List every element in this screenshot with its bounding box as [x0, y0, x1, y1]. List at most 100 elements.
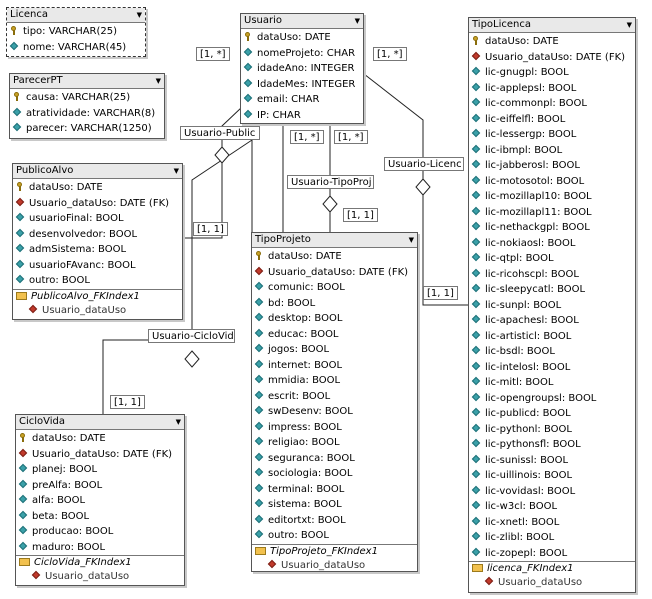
relation-label-licenca[interactable]: Usuario-Licenc: [384, 157, 464, 171]
entity-tipoprojeto-title[interactable]: TipoProjeto▼: [252, 233, 417, 248]
entity-ciclovida-title[interactable]: CicloVida▼: [16, 415, 184, 430]
relation-label-tipoprojeto[interactable]: Usuario-TipoProj: [287, 175, 374, 189]
attribute-row[interactable]: maduro: BOOL: [16, 540, 184, 556]
attribute-row[interactable]: lic-commonpl: BOOL: [469, 96, 635, 112]
attribute-row[interactable]: lic-zlibl: BOOL: [469, 530, 635, 546]
attribute-row[interactable]: lic-eiffelfl: BOOL: [469, 112, 635, 128]
attribute-row[interactable]: lic-nethackgpl: BOOL: [469, 220, 635, 236]
attribute-row[interactable]: admSistema: BOOL: [13, 242, 182, 258]
attribute-row[interactable]: lic-mitl: BOOL: [469, 375, 635, 391]
entity-tipolicenca-title[interactable]: TipoLicenca▼: [469, 18, 635, 33]
attribute-row[interactable]: dataUso: DATE: [241, 30, 363, 46]
attribute-row[interactable]: lic-w3cl: BOOL: [469, 499, 635, 515]
collapse-arrow-icon[interactable]: ▼: [155, 77, 161, 85]
attribute-row[interactable]: nomeProjeto: CHAR: [241, 46, 363, 62]
attribute-row[interactable]: lic-ibmpl: BOOL: [469, 143, 635, 159]
attribute-row[interactable]: escrit: BOOL: [252, 389, 417, 405]
collapse-arrow-icon[interactable]: ▼: [408, 236, 414, 244]
attribute-row[interactable]: nome: VARCHAR(45): [7, 40, 145, 56]
attribute-row[interactable]: seguranca: BOOL: [252, 451, 417, 467]
attribute-row[interactable]: educac: BOOL: [252, 327, 417, 343]
attribute-row[interactable]: outro: BOOL: [13, 273, 182, 289]
attribute-row[interactable]: lic-publicd: BOOL: [469, 406, 635, 422]
attribute-row[interactable]: sociologia: BOOL: [252, 466, 417, 482]
attribute-row[interactable]: lic-ricohscpl: BOOL: [469, 267, 635, 283]
attribute-row[interactable]: dataUso: DATE: [16, 431, 184, 447]
attribute-row[interactable]: bd: BOOL: [252, 296, 417, 312]
attribute-row[interactable]: lic-sunissl: BOOL: [469, 453, 635, 469]
attribute-row[interactable]: jogos: BOOL: [252, 342, 417, 358]
attribute-row[interactable]: Usuario_dataUso: DATE (FK): [252, 265, 417, 281]
attribute-row[interactable]: planej: BOOL: [16, 462, 184, 478]
attribute-row[interactable]: sistema: BOOL: [252, 497, 417, 513]
entity-parecerpt-title[interactable]: ParecerPT▼: [10, 74, 164, 89]
attribute-row[interactable]: lic-xnetl: BOOL: [469, 515, 635, 531]
attribute-row[interactable]: usuarioFinal: BOOL: [13, 211, 182, 227]
attribute-row[interactable]: idadeAno: INTEGER: [241, 61, 363, 77]
attribute-row[interactable]: Usuario_dataUso: DATE (FK): [16, 447, 184, 463]
attribute-row[interactable]: lic-apachesl: BOOL: [469, 313, 635, 329]
attribute-row[interactable]: usuarioFAvanc: BOOL: [13, 258, 182, 274]
attribute-row[interactable]: preAlfa: BOOL: [16, 478, 184, 494]
attribute-row[interactable]: dataUso: DATE: [13, 180, 182, 196]
attribute-row[interactable]: lic-uillinois: BOOL: [469, 468, 635, 484]
attribute-row[interactable]: terminal: BOOL: [252, 482, 417, 498]
attribute-row[interactable]: tipo: VARCHAR(25): [7, 24, 145, 40]
attribute-row[interactable]: lic-mozillapl10: BOOL: [469, 189, 635, 205]
attribute-row[interactable]: dataUso: DATE: [469, 34, 635, 50]
collapse-arrow-icon[interactable]: ▼: [136, 11, 142, 19]
attribute-row[interactable]: lic-qtpl: BOOL: [469, 251, 635, 267]
attribute-row[interactable]: lic-gnugpl: BOOL: [469, 65, 635, 81]
attribute-row[interactable]: parecer: VARCHAR(1250): [10, 121, 164, 137]
attribute-row[interactable]: Usuario_dataUso: DATE (FK): [469, 50, 635, 66]
entity-licenca[interactable]: Licenca▼ tipo: VARCHAR(25)nome: VARCHAR(…: [6, 7, 146, 57]
collapse-arrow-icon[interactable]: ▼: [626, 21, 632, 29]
entity-publicoalvo-title[interactable]: PublicoAlvo▼: [13, 164, 182, 179]
attribute-row[interactable]: desktop: BOOL: [252, 311, 417, 327]
entity-usuario-title[interactable]: Usuario▼: [241, 14, 363, 29]
attribute-row[interactable]: IP: CHAR: [241, 108, 363, 124]
attribute-row[interactable]: causa: VARCHAR(25): [10, 90, 164, 106]
entity-licenca-title[interactable]: Licenca▼: [7, 8, 145, 23]
attribute-row[interactable]: religiao: BOOL: [252, 435, 417, 451]
attribute-row[interactable]: outro: BOOL: [252, 528, 417, 544]
attribute-row[interactable]: impress: BOOL: [252, 420, 417, 436]
attribute-row[interactable]: beta: BOOL: [16, 509, 184, 525]
attribute-row[interactable]: desenvolvedor: BOOL: [13, 227, 182, 243]
collapse-arrow-icon[interactable]: ▼: [175, 418, 181, 426]
attribute-row[interactable]: lic-opengroupsl: BOOL: [469, 391, 635, 407]
attribute-row[interactable]: lic-sleepycatl: BOOL: [469, 282, 635, 298]
attribute-row[interactable]: comunic: BOOL: [252, 280, 417, 296]
attribute-row[interactable]: Usuario_dataUso: DATE (FK): [13, 196, 182, 212]
attribute-row[interactable]: lic-vovidasl: BOOL: [469, 484, 635, 500]
attribute-row[interactable]: lic-jabberosl: BOOL: [469, 158, 635, 174]
collapse-arrow-icon[interactable]: ▼: [354, 17, 360, 25]
attribute-row[interactable]: lic-nokiaosl: BOOL: [469, 236, 635, 252]
attribute-row[interactable]: lic-bsdl: BOOL: [469, 344, 635, 360]
entity-parecerpt[interactable]: ParecerPT▼ causa: VARCHAR(25)atratividad…: [9, 73, 165, 139]
attribute-row[interactable]: editortxt: BOOL: [252, 513, 417, 529]
attribute-row[interactable]: lic-zopepl: BOOL: [469, 546, 635, 562]
attribute-row[interactable]: atratividade: VARCHAR(8): [10, 106, 164, 122]
attribute-row[interactable]: IdadeMes: INTEGER: [241, 77, 363, 93]
attribute-row[interactable]: swDesenv: BOOL: [252, 404, 417, 420]
attribute-row[interactable]: lic-applepsl: BOOL: [469, 81, 635, 97]
relation-label-ciclovida[interactable]: Usuario-CicloVid: [148, 329, 235, 343]
collapse-arrow-icon[interactable]: ▼: [173, 167, 179, 175]
attribute-row[interactable]: lic-intelosl: BOOL: [469, 360, 635, 376]
attribute-row[interactable]: internet: BOOL: [252, 358, 417, 374]
attribute-row[interactable]: lic-artisticl: BOOL: [469, 329, 635, 345]
attribute-row[interactable]: lic-pythonsfl: BOOL: [469, 437, 635, 453]
attribute-row[interactable]: dataUso: DATE: [252, 249, 417, 265]
attribute-row[interactable]: lic-pythonl: BOOL: [469, 422, 635, 438]
attribute-row[interactable]: lic-mozillapl11: BOOL: [469, 205, 635, 221]
attribute-row[interactable]: lic-motosotol: BOOL: [469, 174, 635, 190]
attribute-row[interactable]: mmidia: BOOL: [252, 373, 417, 389]
attribute-row[interactable]: lic-sunpl: BOOL: [469, 298, 635, 314]
attribute-row[interactable]: lic-lessergp: BOOL: [469, 127, 635, 143]
